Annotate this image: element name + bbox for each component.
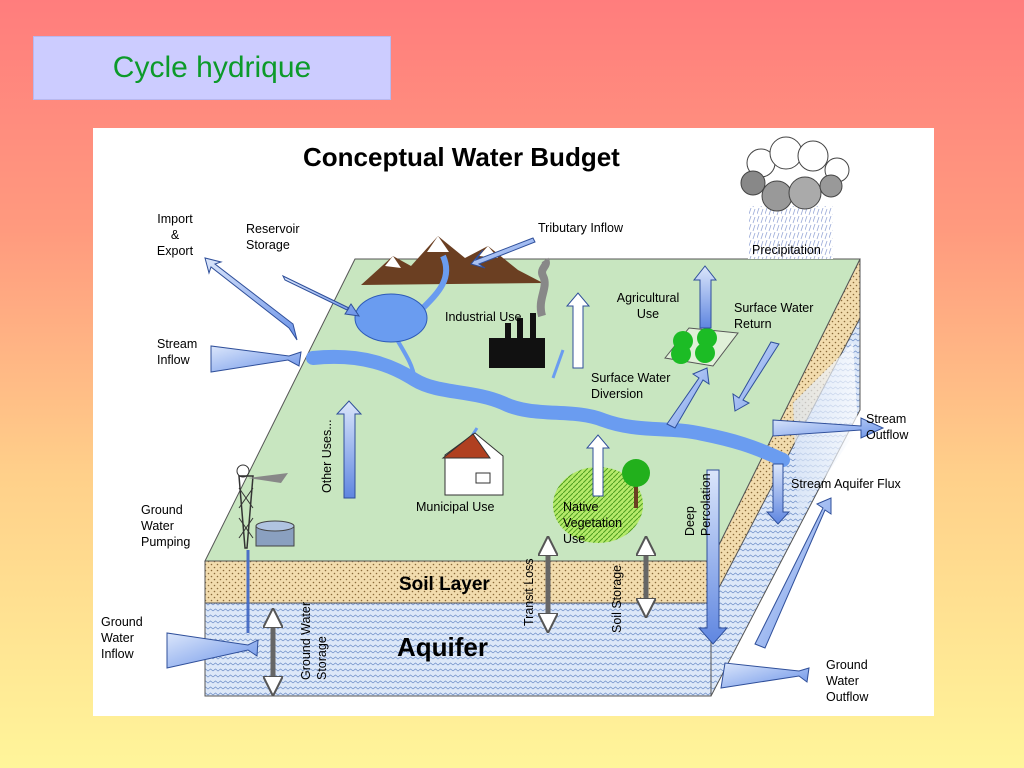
soil-storage-label: Soil Storage [610, 565, 624, 633]
stream-outflow-label-line: Outflow [866, 428, 909, 442]
surface-water-return-arrow [732, 341, 780, 412]
surface-water-return-label-line: Return [734, 317, 772, 331]
import-export-label-line: Import [157, 212, 193, 226]
ground-water-inflow-label-line: Ground [101, 615, 143, 629]
import-export-label-line: Export [157, 244, 194, 258]
stream-inflow-arrow [210, 345, 302, 373]
import-export-label-line: & [171, 228, 180, 242]
water-tank-icon [255, 520, 295, 547]
stream-inflow-label-line: Stream [157, 337, 197, 351]
slide-title: Cycle hydrique [112, 51, 312, 84]
stream-aquifer-flux-label: Stream Aquifer Flux [791, 477, 902, 491]
stream-aquifer-flux-arrow [765, 463, 791, 525]
agricultural-use-label-line: Agricultural [617, 291, 680, 305]
other-uses-label: Other Uses... [320, 419, 334, 493]
agricultural-use-label-line: Use [637, 307, 659, 321]
deep-percolation-label-line: Deep [683, 506, 697, 536]
tree-icon [622, 459, 650, 508]
stream-inflow-label-line: Inflow [157, 353, 191, 367]
transit-loss-label-line: Transit Loss [522, 558, 536, 626]
stream-outflow-label-line: Stream [866, 412, 906, 426]
aquifer [204, 602, 712, 697]
deep-percolation-arrow [697, 469, 729, 645]
industrial-use-label-line: Industrial Use [445, 310, 521, 324]
precipitation-arrow [692, 265, 718, 329]
cloud-icon [740, 136, 850, 259]
diagram-panel: Conceptual Water Budget Soil Layer Aquif… [93, 128, 934, 716]
industrial-use-label: Industrial Use [445, 310, 521, 324]
surface-water-diversion-label-line: Diversion [591, 387, 643, 401]
municipal-use-label-line: Municipal Use [416, 500, 495, 514]
surface-water-diversion-label-line: Surface Water [591, 371, 670, 385]
soil-layer [204, 560, 712, 604]
flow-arrows [166, 237, 885, 689]
agricultural-use-arrow [565, 292, 591, 369]
native-vegetation [553, 467, 643, 543]
import-export-label: Import & Export [157, 212, 194, 258]
import-export-arrow [204, 257, 298, 341]
ground-water-outflow-label-line: Ground [826, 658, 868, 672]
soil-storage-label-line: Soil Storage [610, 565, 624, 633]
transit-loss-label: Transit Loss [522, 558, 536, 626]
house-icon [441, 432, 504, 496]
aquifer-label: Aquifer [397, 632, 488, 662]
factory-icon [489, 257, 550, 368]
tributary-inflow-label: Tributary Inflow [538, 221, 624, 235]
river [306, 349, 790, 467]
native-vegetation-use-label-line: Native [563, 500, 598, 514]
reservoir-storage-label-line: Reservoir [246, 222, 300, 236]
ground-water-pumping-label-line: Pumping [141, 535, 190, 549]
windmill-icon [236, 464, 288, 549]
reservoir-storage-label-line: Storage [246, 238, 290, 252]
soil-layer-label: Soil Layer [399, 574, 490, 595]
stream-outflow-arrow [772, 417, 885, 439]
native-vegetation-arrow [585, 434, 611, 497]
ground-water-inflow-arrow [166, 632, 259, 669]
ground-water-storage-label-line: Ground Water [299, 602, 313, 680]
native-vegetation-use-label-line: Vegetation [563, 516, 622, 530]
stream-aquifer-flux-label-line: Stream Aquifer Flux [791, 477, 902, 491]
exchange-arrows [246, 546, 646, 686]
ground-water-storage-label-line: Storage [315, 636, 329, 680]
agricultural-field [664, 327, 739, 367]
aquifer-flux-arrow [754, 497, 832, 649]
precipitation-label-line: Precipitation [752, 243, 821, 257]
precipitation-label: Precipitation [752, 243, 821, 257]
diagram-title: Conceptual Water Budget [303, 142, 620, 172]
tributary-inflow-arrow [470, 237, 536, 269]
municipal-use-label: Municipal Use [416, 500, 495, 514]
ground-water-outflow-arrow [720, 662, 810, 689]
water-budget-diagram: Conceptual Water Budget Soil Layer Aquif… [101, 136, 909, 704]
native-vegetation-use-label-line: Use [563, 532, 585, 546]
ground-water-pumping-label-line: Ground [141, 503, 183, 517]
surface-water-diversion-arrow [666, 367, 710, 429]
ground-water-inflow-label-line: Water [101, 631, 134, 645]
other-uses-arrow [335, 400, 363, 499]
ground-water-inflow-label-line: Inflow [101, 647, 135, 661]
reservoir-storage-arrow [281, 274, 361, 317]
deep-percolation-label-line: Percolation [699, 473, 713, 536]
ground-water-outflow-label-line: Water [826, 674, 859, 688]
surface-water-return-label-line: Surface Water [734, 301, 813, 315]
slide-title-box: Cycle hydrique [33, 36, 391, 100]
ground-water-outflow-label-line: Outflow [826, 690, 869, 704]
ground-water-pumping-label-line: Water [141, 519, 174, 533]
reservoir [354, 293, 428, 343]
tributary-inflow-label-line: Tributary Inflow [538, 221, 624, 235]
other-uses-label-line: Other Uses... [320, 419, 334, 493]
